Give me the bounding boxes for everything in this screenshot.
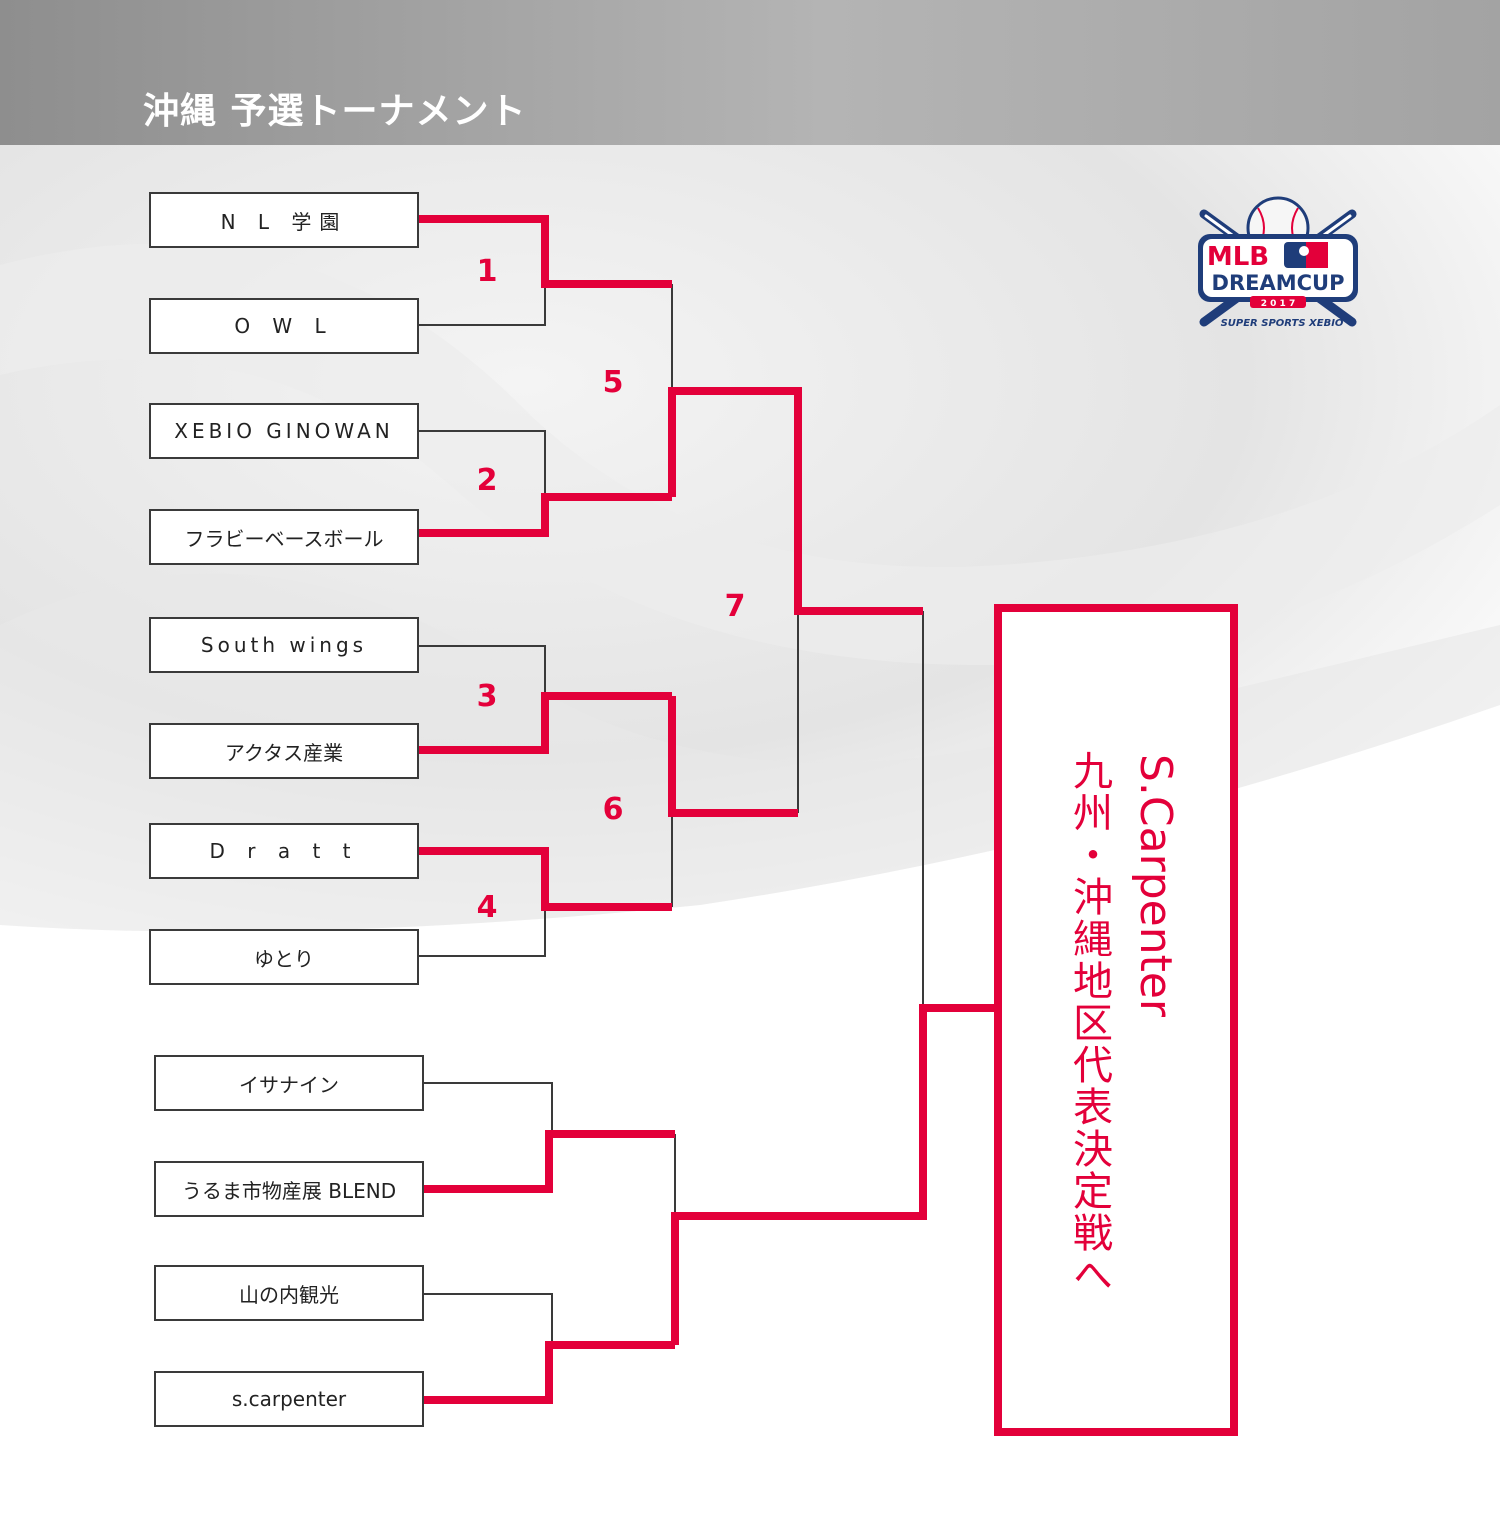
team-south-wings: South wings — [149, 617, 419, 673]
winner-name: S.Carpenter — [1130, 754, 1181, 1017]
team-dratt: D r a t t — [149, 823, 419, 879]
header-banner: 沖縄 予選トーナメント — [0, 0, 1500, 145]
bracket-lines-win — [418, 215, 994, 1404]
team-aktas-sangyo: アクタス産業 — [149, 723, 419, 779]
svg-text:DREAMCUP: DREAMCUP — [1212, 271, 1345, 295]
team-xebio-ginowan: XEBIO GINOWAN — [149, 403, 419, 459]
team-yutori: ゆとり — [149, 929, 419, 985]
team-furabi-baseball: フラビーベースボール — [149, 509, 419, 565]
game-number-7: 7 — [724, 589, 746, 624]
game-number-4: 4 — [476, 890, 498, 925]
result-box: S.Carpenter 九州・沖縄地区代表決定戦へ — [994, 604, 1238, 1436]
bracket-lines-lose — [418, 284, 924, 1345]
svg-text:SUPER SPORTS XEBIO: SUPER SPORTS XEBIO — [1221, 318, 1344, 329]
team-s-carpenter: s.carpenter — [154, 1371, 424, 1427]
team-uruma-blend: うるま市物産展 BLEND — [154, 1161, 424, 1217]
team-isanine: イサナイン — [154, 1055, 424, 1111]
page-title: 沖縄 予選トーナメント — [143, 91, 527, 132]
game-number-3: 3 — [476, 679, 498, 714]
svg-text:2 0 1 7: 2 0 1 7 — [1261, 299, 1295, 309]
game-number-1: 1 — [476, 254, 498, 289]
advance-note: 九州・沖縄地区代表決定戦へ — [1066, 750, 1112, 1296]
game-number-6: 6 — [602, 792, 624, 827]
team-yamanouchi-kanko: 山の内観光 — [154, 1265, 424, 1321]
svg-text:MLB: MLB — [1207, 242, 1269, 272]
team-owl: O W L — [149, 298, 419, 354]
team-nl-gakuen: N L 学園 — [149, 192, 419, 248]
mlb-dreamcup-logo: MLB DREAMCUP 2 0 1 7 SUPER SPORTS XEBIO — [1198, 196, 1358, 329]
game-number-5: 5 — [602, 365, 624, 400]
game-number-2: 2 — [476, 463, 498, 498]
